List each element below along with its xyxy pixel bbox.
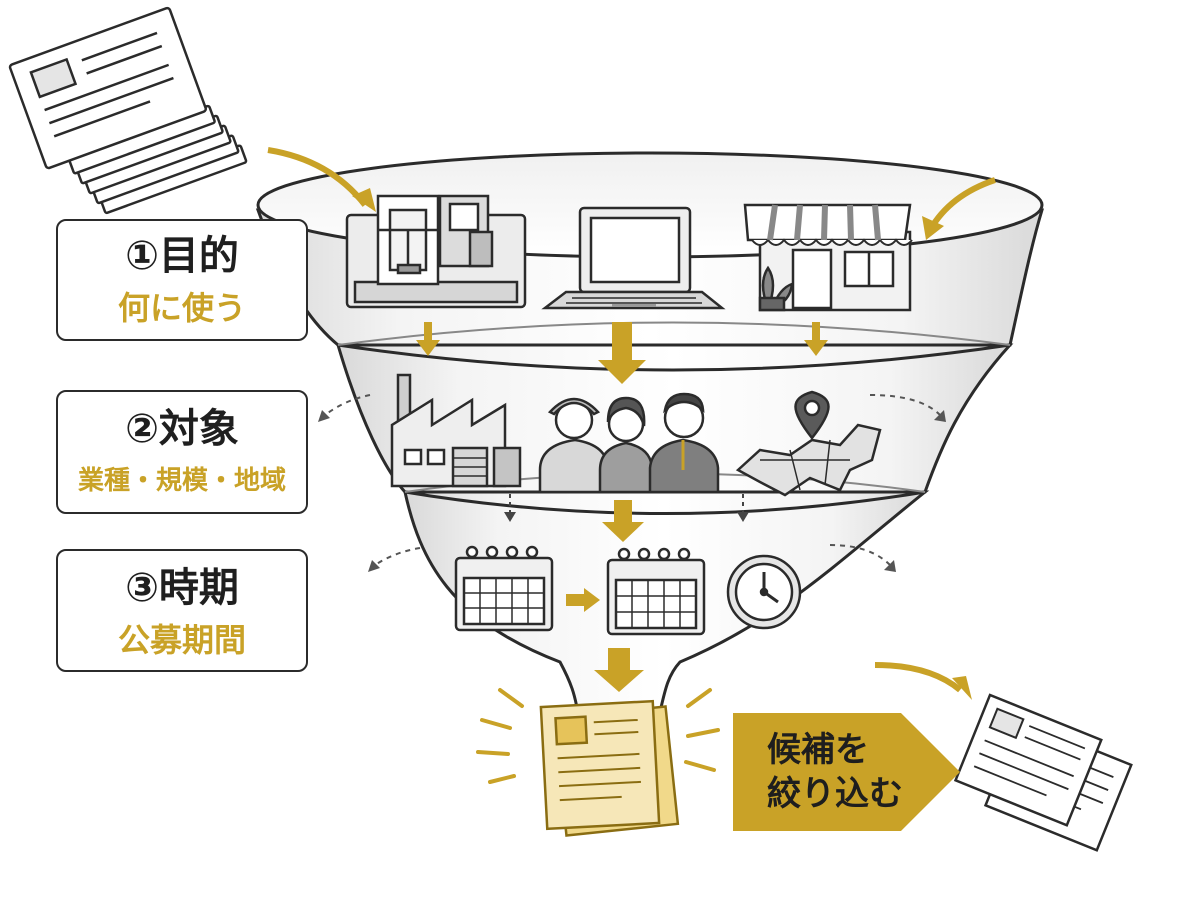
step-label-timing: ③時期 公募期間	[56, 549, 308, 672]
document-stack-icon	[8, 6, 248, 215]
funnel-band-2	[404, 490, 926, 515]
step-subtitle: 業種・規模・地域	[77, 466, 286, 496]
side-dashed-arrowheads	[318, 410, 946, 572]
output-arrow	[874, 662, 962, 693]
people-icon	[538, 392, 720, 494]
cnc-machine-icon	[345, 194, 527, 309]
storefront-icon	[743, 203, 913, 312]
step-label-purpose: ①目的 何に使う	[56, 219, 308, 341]
output-arrow-head	[952, 676, 972, 700]
selected-document-icon	[539, 699, 680, 837]
step-title: ①目的	[125, 233, 239, 279]
step-label-target: ②対象 業種・規模・地域	[56, 390, 308, 514]
funnel-band-1-back	[337, 321, 1011, 346]
map-pin-icon	[735, 390, 882, 497]
output-documents-icon	[953, 693, 1133, 852]
down-arrows-row2	[504, 494, 749, 542]
step-title: ③時期	[125, 565, 239, 611]
down-arrow-output	[594, 648, 644, 692]
calendar-icon	[454, 545, 706, 636]
incoming-arrow-right-head	[922, 216, 944, 240]
factory-icon	[390, 373, 522, 488]
burst-rays	[476, 688, 720, 784]
laptop-icon	[541, 206, 726, 310]
incoming-arrow-left-head	[352, 188, 376, 212]
calendar-arrow	[566, 588, 600, 612]
step-subtitle: 公募期間	[117, 621, 246, 659]
down-arrows-row1	[416, 322, 828, 384]
result-line-2: 絞り込む	[767, 774, 903, 814]
funnel-band-1	[337, 343, 1011, 372]
clock-icon	[726, 554, 802, 630]
side-dashed-arrows	[324, 394, 941, 566]
result-line-1: 候補を	[767, 730, 869, 770]
step-subtitle: 何に使う	[117, 289, 246, 327]
step-title: ②対象	[125, 406, 239, 452]
